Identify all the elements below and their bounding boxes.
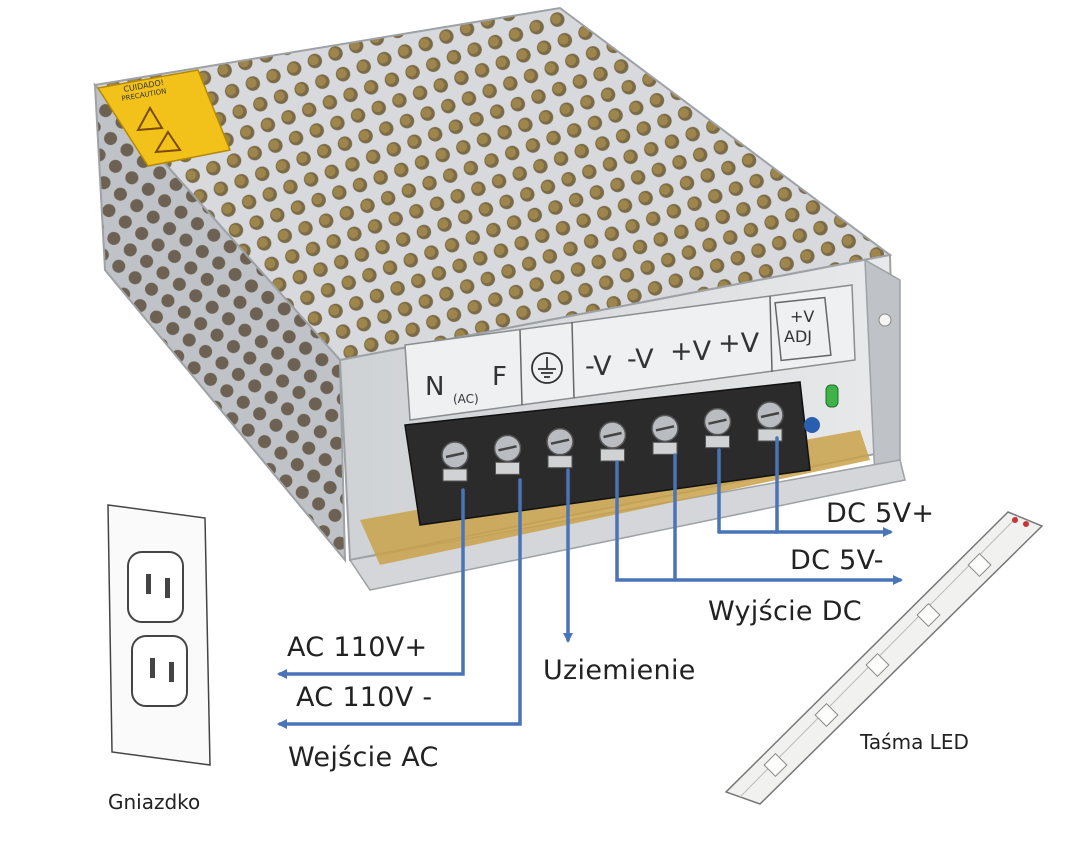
wire-ac-minus xyxy=(277,478,522,729)
label-ac-input: Wejście AC xyxy=(288,742,439,773)
terminal-screw xyxy=(493,434,522,475)
warning-sticker: CUIDADO! PRECAUTION xyxy=(96,69,232,167)
wire-dc-minus xyxy=(615,460,903,585)
led-strip xyxy=(724,511,1044,805)
socket-outlet-icon xyxy=(127,551,184,623)
warning-triangle-icon xyxy=(154,130,182,154)
socket-outlet-icon xyxy=(131,635,188,707)
screw-terminal-block xyxy=(404,381,811,526)
terminal-label-ac: (AC) xyxy=(453,392,479,406)
label-dc-output: Wyjście DC xyxy=(708,596,862,627)
label-ground: Uziemienie xyxy=(543,655,696,686)
terminal-screw xyxy=(441,441,469,482)
terminal-screw xyxy=(703,407,732,449)
terminal-label-panel: N F (AC) -V -V +V +V +V ADJ xyxy=(404,284,856,421)
terminal-screw xyxy=(546,427,574,469)
terminal-screw xyxy=(651,414,679,455)
label-ac-plus: AC 110V+ xyxy=(287,632,428,663)
terminal-label-v-minus-1: -V xyxy=(585,351,612,382)
label-dc-plus: DC 5V+ xyxy=(826,498,935,529)
wall-socket xyxy=(107,504,211,766)
label-ac-minus: AC 110V - xyxy=(296,682,433,713)
label-socket: Gniazdko xyxy=(108,790,201,814)
terminal-label-v-plus-2: +V xyxy=(718,328,760,359)
led-chip xyxy=(916,602,941,628)
terminal-label-f: F xyxy=(492,362,507,392)
led-chip xyxy=(865,652,890,678)
led-chip xyxy=(763,752,788,778)
terminal-screw xyxy=(756,401,784,442)
terminal-label-v-minus-2: -V xyxy=(627,344,654,375)
terminal-label-v-plus-1: +V xyxy=(670,336,712,367)
label-dc-minus: DC 5V- xyxy=(790,545,884,576)
label-led-strip: Taśma LED xyxy=(860,730,969,754)
terminal-screw xyxy=(598,421,627,462)
terminal-label-adj-top: +V xyxy=(790,307,814,326)
status-led xyxy=(804,384,839,433)
led-chip xyxy=(814,702,839,728)
led-chip xyxy=(967,552,992,578)
case-bottom-plate xyxy=(348,459,906,591)
warning-triangle-icon xyxy=(136,105,164,132)
wiring xyxy=(277,436,903,729)
ground-icon xyxy=(531,352,563,384)
case-side-grille xyxy=(93,82,347,563)
terminal-label-adj-bottom: ADJ xyxy=(784,327,812,346)
wire-ac-plus xyxy=(277,488,465,679)
terminal-label-n: N xyxy=(425,372,444,402)
